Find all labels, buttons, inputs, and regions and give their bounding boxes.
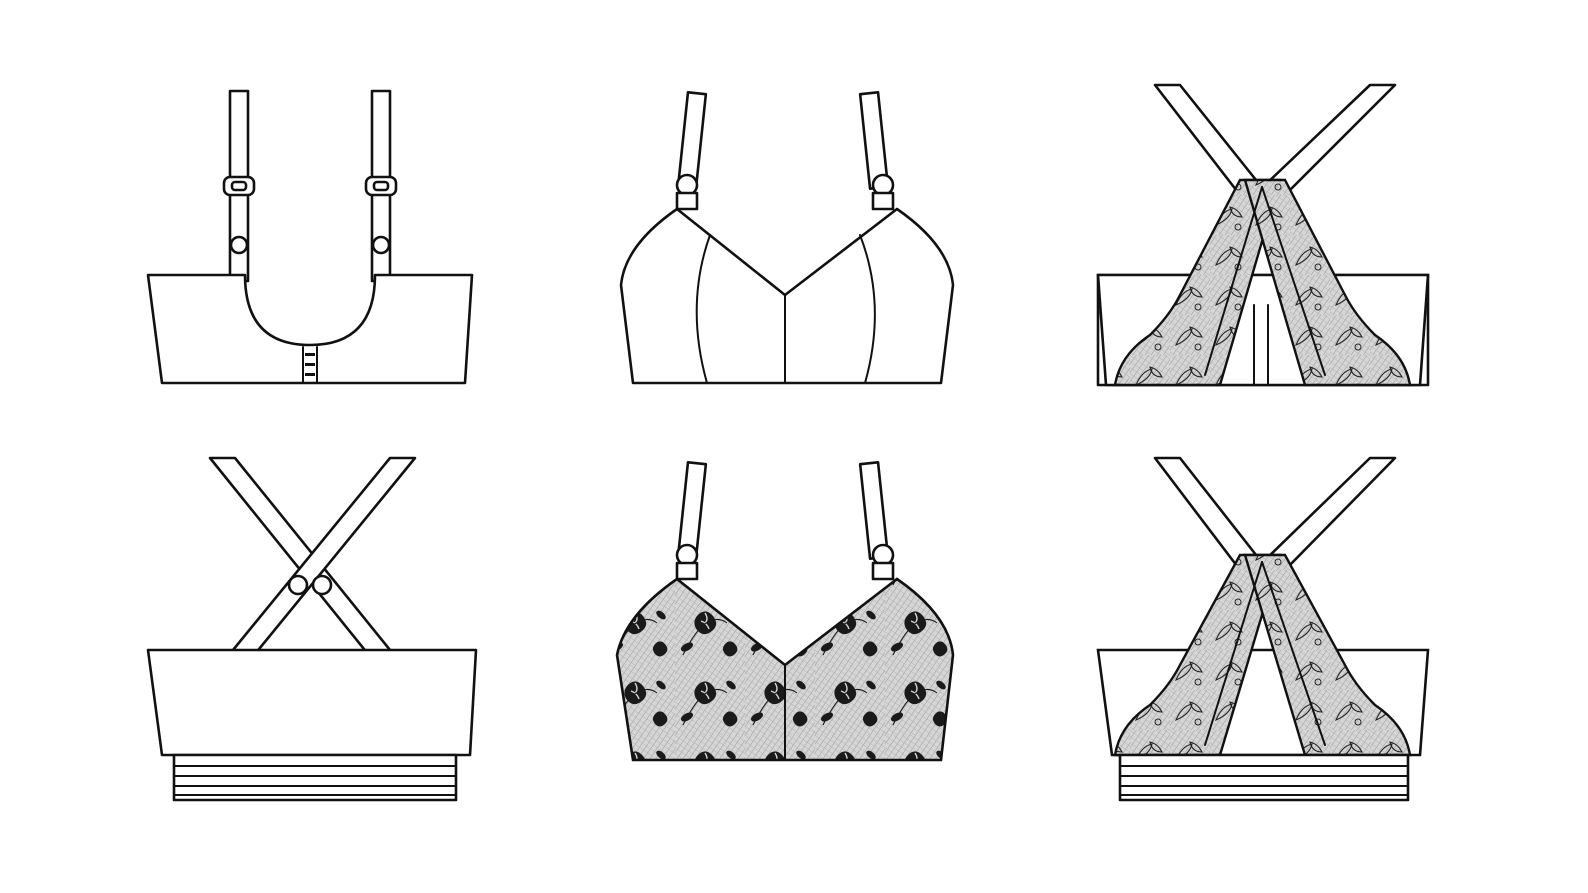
bra-lace-cross-back bbox=[1090, 75, 1435, 395]
bra-lace-cross-band bbox=[1090, 450, 1435, 805]
bra-u-back-hook bbox=[140, 85, 485, 395]
bra-seamed-triangle bbox=[615, 85, 960, 395]
bra-lace-triangle bbox=[605, 455, 960, 770]
bra-cross-back-band bbox=[140, 450, 485, 805]
strap-slider-icon bbox=[222, 175, 398, 197]
